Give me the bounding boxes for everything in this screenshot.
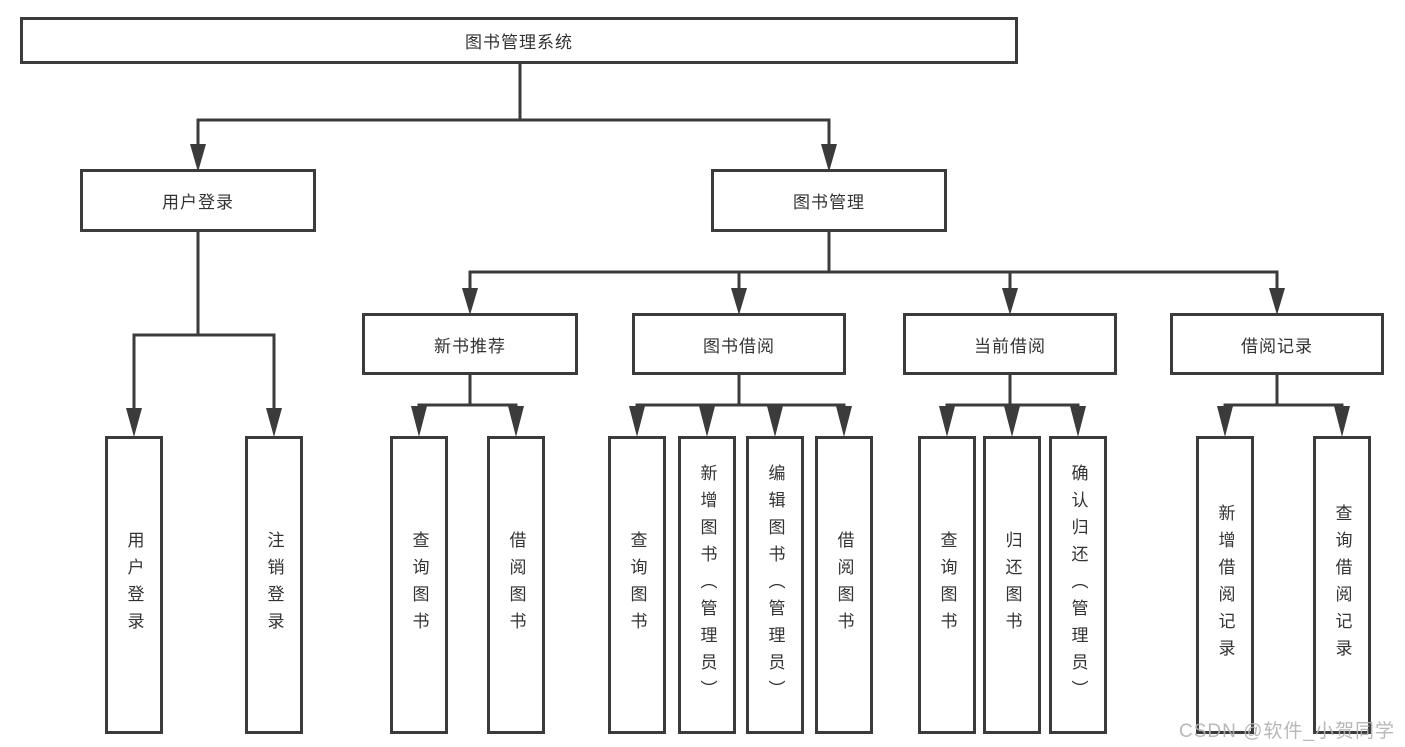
node-book-management-label: 图书管理 xyxy=(793,193,865,212)
leaf-borrow-borrow-books-label: 借阅图书 xyxy=(834,531,854,639)
leaf-user-login: 用户登录 xyxy=(105,436,163,734)
leaf-logout: 注销登录 xyxy=(245,436,303,734)
leaf-borrow-query-books-label: 查询图书 xyxy=(627,531,647,639)
node-current-borrow-label: 当前借阅 xyxy=(974,336,1046,356)
csdn-watermark: CSDN @软件_小贺同学 xyxy=(1179,721,1395,742)
node-book-borrow: 图书借阅 xyxy=(632,313,846,375)
leaf-current-confirm-return-admin-label: 确认归还（管理员） xyxy=(1068,463,1088,707)
leaf-recommend-query-books-label: 查询图书 xyxy=(409,531,429,639)
node-current-borrow: 当前借阅 xyxy=(903,313,1117,375)
leaf-recommend-query-books: 查询图书 xyxy=(390,436,448,734)
node-root-label: 图书管理系统 xyxy=(465,33,573,52)
node-root: 图书管理系统 xyxy=(20,17,1018,64)
node-user-login: 用户登录 xyxy=(80,169,316,232)
node-book-borrow-label: 图书借阅 xyxy=(703,336,775,356)
leaf-records-query-record: 查询借阅记录 xyxy=(1313,436,1371,734)
leaf-borrow-edit-books-admin-label: 编辑图书（管理员） xyxy=(765,463,785,707)
leaf-records-add-record: 新增借阅记录 xyxy=(1196,436,1254,734)
leaf-borrow-add-books-admin-label: 新增图书（管理员） xyxy=(697,463,717,707)
leaf-recommend-borrow-books-label: 借阅图书 xyxy=(506,531,526,639)
node-user-login-label: 用户登录 xyxy=(162,193,234,212)
leaf-records-add-record-label: 新增借阅记录 xyxy=(1215,504,1235,666)
leaf-recommend-borrow-books: 借阅图书 xyxy=(487,436,545,734)
arrowheads xyxy=(126,144,1350,437)
node-borrow-records: 借阅记录 xyxy=(1170,313,1384,375)
node-new-book-recommend: 新书推荐 xyxy=(362,313,578,375)
node-new-book-recommend-label: 新书推荐 xyxy=(434,336,506,356)
leaf-borrow-add-books-admin: 新增图书（管理员） xyxy=(678,436,736,734)
leaf-current-query-books: 查询图书 xyxy=(918,436,976,734)
leaf-borrow-query-books: 查询图书 xyxy=(608,436,666,734)
leaf-current-return-books-label: 归还图书 xyxy=(1002,531,1022,639)
node-book-management: 图书管理 xyxy=(711,169,947,232)
leaf-borrow-borrow-books: 借阅图书 xyxy=(815,436,873,734)
leaf-user-login-label: 用户登录 xyxy=(124,531,144,639)
node-borrow-records-label: 借阅记录 xyxy=(1241,336,1313,356)
leaf-records-query-record-label: 查询借阅记录 xyxy=(1332,504,1352,666)
leaf-current-confirm-return-admin: 确认归还（管理员） xyxy=(1049,436,1107,734)
leaf-borrow-edit-books-admin: 编辑图书（管理员） xyxy=(746,436,804,734)
leaf-logout-label: 注销登录 xyxy=(264,531,284,639)
leaf-current-return-books: 归还图书 xyxy=(983,436,1041,734)
leaf-current-query-books-label: 查询图书 xyxy=(937,531,957,639)
